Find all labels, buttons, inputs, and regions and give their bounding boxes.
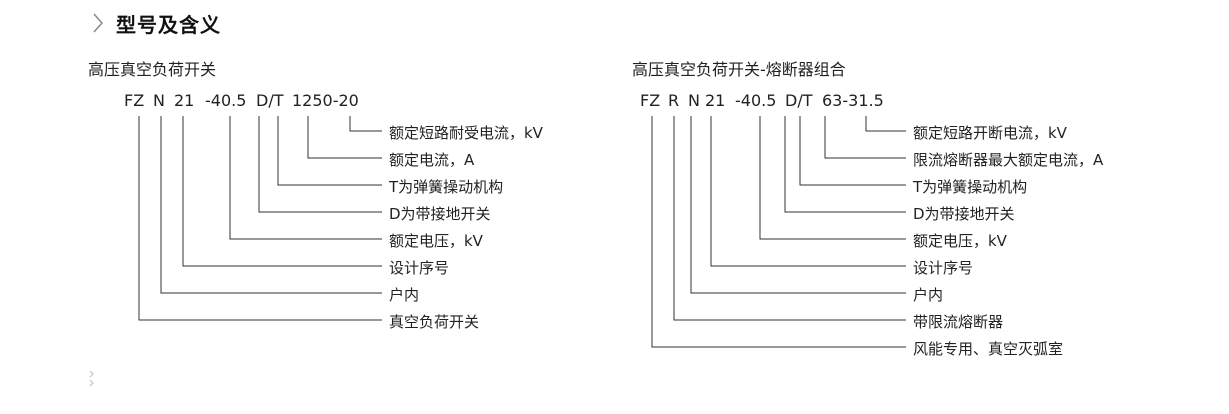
meaning-label: 额定短路开断电流，kV bbox=[913, 124, 1067, 142]
connector-line bbox=[865, 116, 906, 132]
code-part-voltage: -40.5 bbox=[735, 91, 777, 110]
code-part-n: N bbox=[688, 91, 700, 110]
meaning-label: 额定电压，kV bbox=[913, 232, 1007, 250]
meaning-label: 额定电压，kV bbox=[389, 232, 483, 250]
connector-line bbox=[229, 116, 382, 240]
code-part-21: 21 bbox=[174, 91, 195, 110]
code-part-dt: D/T bbox=[256, 91, 284, 110]
meaning-label: 限流熔断器最大额定电流，A bbox=[913, 151, 1104, 169]
connector-line bbox=[182, 116, 382, 267]
connector-line bbox=[673, 116, 906, 321]
code-part-n: N bbox=[153, 91, 165, 110]
meaning-label: T为弹簧操动机构 bbox=[913, 178, 1028, 196]
connector-line bbox=[138, 116, 382, 321]
meaning-label: 设计序号 bbox=[913, 259, 974, 277]
meaning-label: 带限流熔断器 bbox=[913, 313, 1004, 331]
meaning-label: 额定电流，A bbox=[389, 151, 475, 169]
code-part-21: 21 bbox=[705, 91, 726, 110]
connector-line bbox=[784, 116, 906, 213]
section-title: 型号及含义 bbox=[116, 12, 221, 37]
connector-line bbox=[799, 116, 906, 186]
connector-line bbox=[710, 116, 906, 267]
code-part-rating: 1250-20 bbox=[292, 91, 359, 110]
code-part-rating: 63-31.5 bbox=[822, 91, 884, 110]
connector-line bbox=[160, 116, 382, 294]
chevron-right-icon bbox=[93, 13, 104, 33]
code-part-fz: FZ bbox=[124, 91, 145, 110]
section-header: 型号及含义 bbox=[88, 8, 221, 38]
connector-line bbox=[759, 116, 906, 240]
connector-line bbox=[824, 116, 906, 159]
code-part-voltage: -40.5 bbox=[205, 91, 247, 110]
connector-line bbox=[258, 116, 382, 213]
meaning-label: 户内 bbox=[389, 286, 420, 304]
meaning-label: D为带接地开关 bbox=[913, 205, 1015, 223]
meaning-label: T为弹簧操动机构 bbox=[389, 178, 504, 196]
diagram-title-combination: 高压真空负荷开关-熔断器组合 bbox=[632, 60, 846, 79]
meaning-label: 户内 bbox=[913, 286, 944, 304]
meaning-label: 真空负荷开关 bbox=[389, 313, 480, 331]
diagram-title-load-switch: 高压真空负荷开关 bbox=[88, 60, 217, 79]
code-part-dt: D/T bbox=[785, 91, 813, 110]
connector-line bbox=[651, 116, 906, 348]
connector-line bbox=[307, 116, 382, 159]
meaning-label: 风能专用、真空灭弧室 bbox=[913, 340, 1064, 358]
meaning-label: 额定短路耐受电流，kV bbox=[389, 124, 543, 142]
connector-line bbox=[277, 116, 382, 186]
meaning-label: D为带接地开关 bbox=[389, 205, 491, 223]
connector-line bbox=[349, 116, 382, 132]
code-part-r: R bbox=[668, 91, 680, 110]
meaning-label: 设计序号 bbox=[389, 259, 450, 277]
code-part-fz: FZ bbox=[640, 91, 661, 110]
connector-line bbox=[690, 116, 906, 294]
chevron-right-icon bbox=[89, 370, 94, 387]
